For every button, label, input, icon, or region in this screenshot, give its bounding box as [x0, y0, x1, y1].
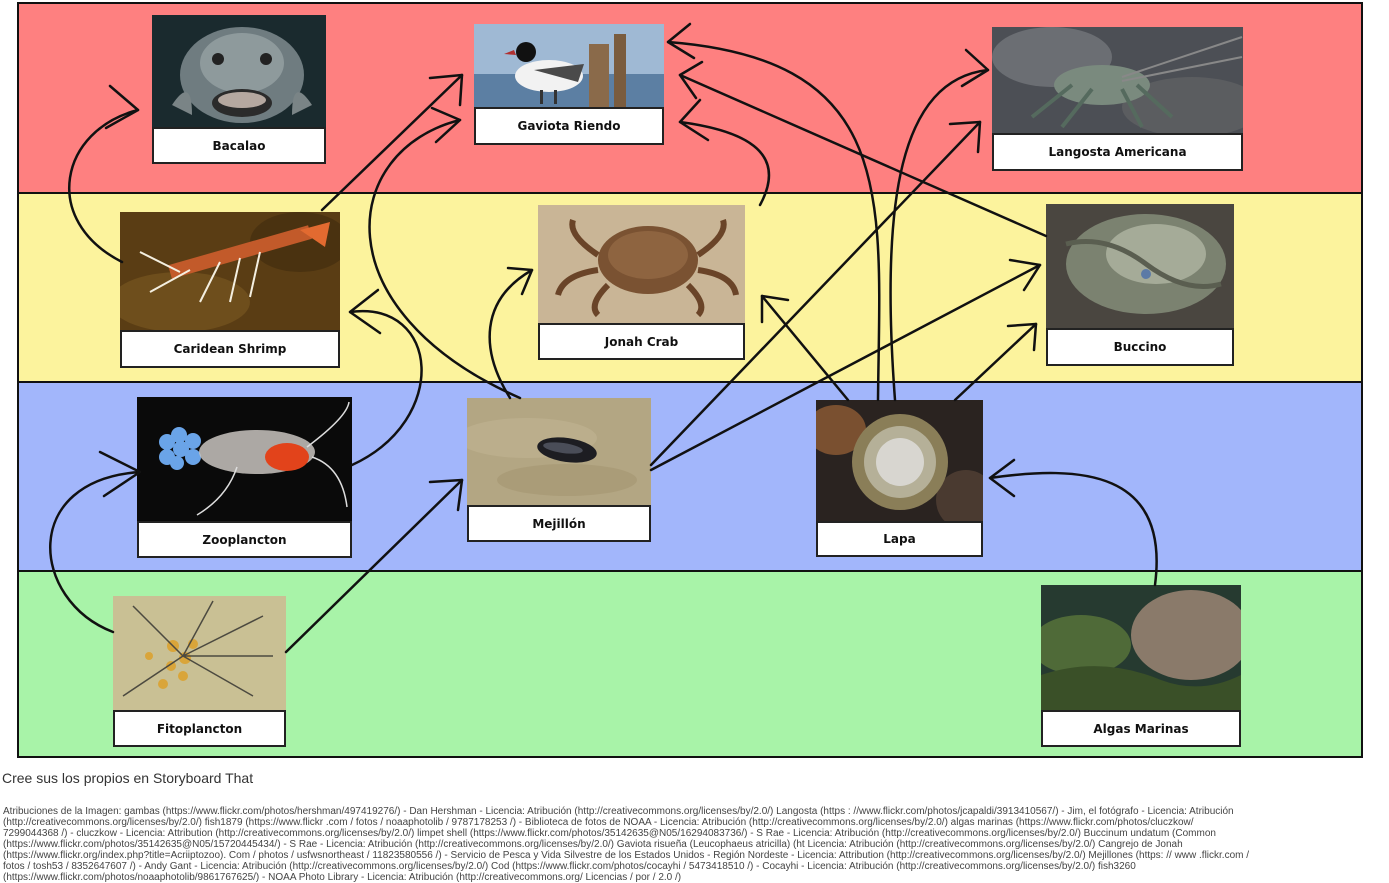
lapa-label: Lapa [816, 521, 983, 557]
organism-card-zooplancton: Zooplancton [137, 397, 352, 558]
organism-card-gaviota: Gaviota Riendo [474, 24, 664, 145]
mejillon-photo [467, 398, 651, 505]
zooplancton-label: Zooplancton [137, 521, 352, 558]
buccino-photo [1046, 204, 1234, 328]
image-attribution-text: Atribuciones de la Imagen: gambas (https… [3, 806, 1250, 883]
jonah-label: Jonah Crab [538, 323, 745, 360]
organism-card-algas: Algas Marinas [1041, 585, 1241, 747]
create-your-own-link[interactable]: Cree sus los propios en Storyboard That [2, 770, 254, 786]
organism-card-langosta: Langosta Americana [992, 27, 1243, 171]
gaviota-label: Gaviota Riendo [474, 107, 664, 145]
langosta-label: Langosta Americana [992, 133, 1243, 171]
algas-photo [1041, 585, 1241, 710]
organism-card-buccino: Buccino [1046, 204, 1234, 366]
organism-card-lapa: Lapa [816, 400, 983, 557]
bacalao-photo [152, 15, 326, 127]
zooplancton-photo [137, 397, 352, 521]
shrimp-photo [120, 212, 340, 330]
fitoplancton-photo [113, 596, 286, 710]
organism-card-mejillon: Mejillón [467, 398, 651, 542]
bacalao-label: Bacalao [152, 127, 326, 164]
gaviota-photo [474, 24, 664, 107]
shrimp-label: Caridean Shrimp [120, 330, 340, 368]
lapa-photo [816, 400, 983, 521]
organism-card-jonah: Jonah Crab [538, 205, 745, 360]
organism-card-bacalao: Bacalao [152, 15, 326, 164]
organism-card-shrimp: Caridean Shrimp [120, 212, 340, 368]
langosta-photo [992, 27, 1243, 133]
algas-label: Algas Marinas [1041, 710, 1241, 747]
jonah-photo [538, 205, 745, 323]
mejillon-label: Mejillón [467, 505, 651, 542]
organism-card-fitoplancton: Fitoplancton [113, 596, 286, 747]
fitoplancton-label: Fitoplancton [113, 710, 286, 747]
buccino-label: Buccino [1046, 328, 1234, 366]
